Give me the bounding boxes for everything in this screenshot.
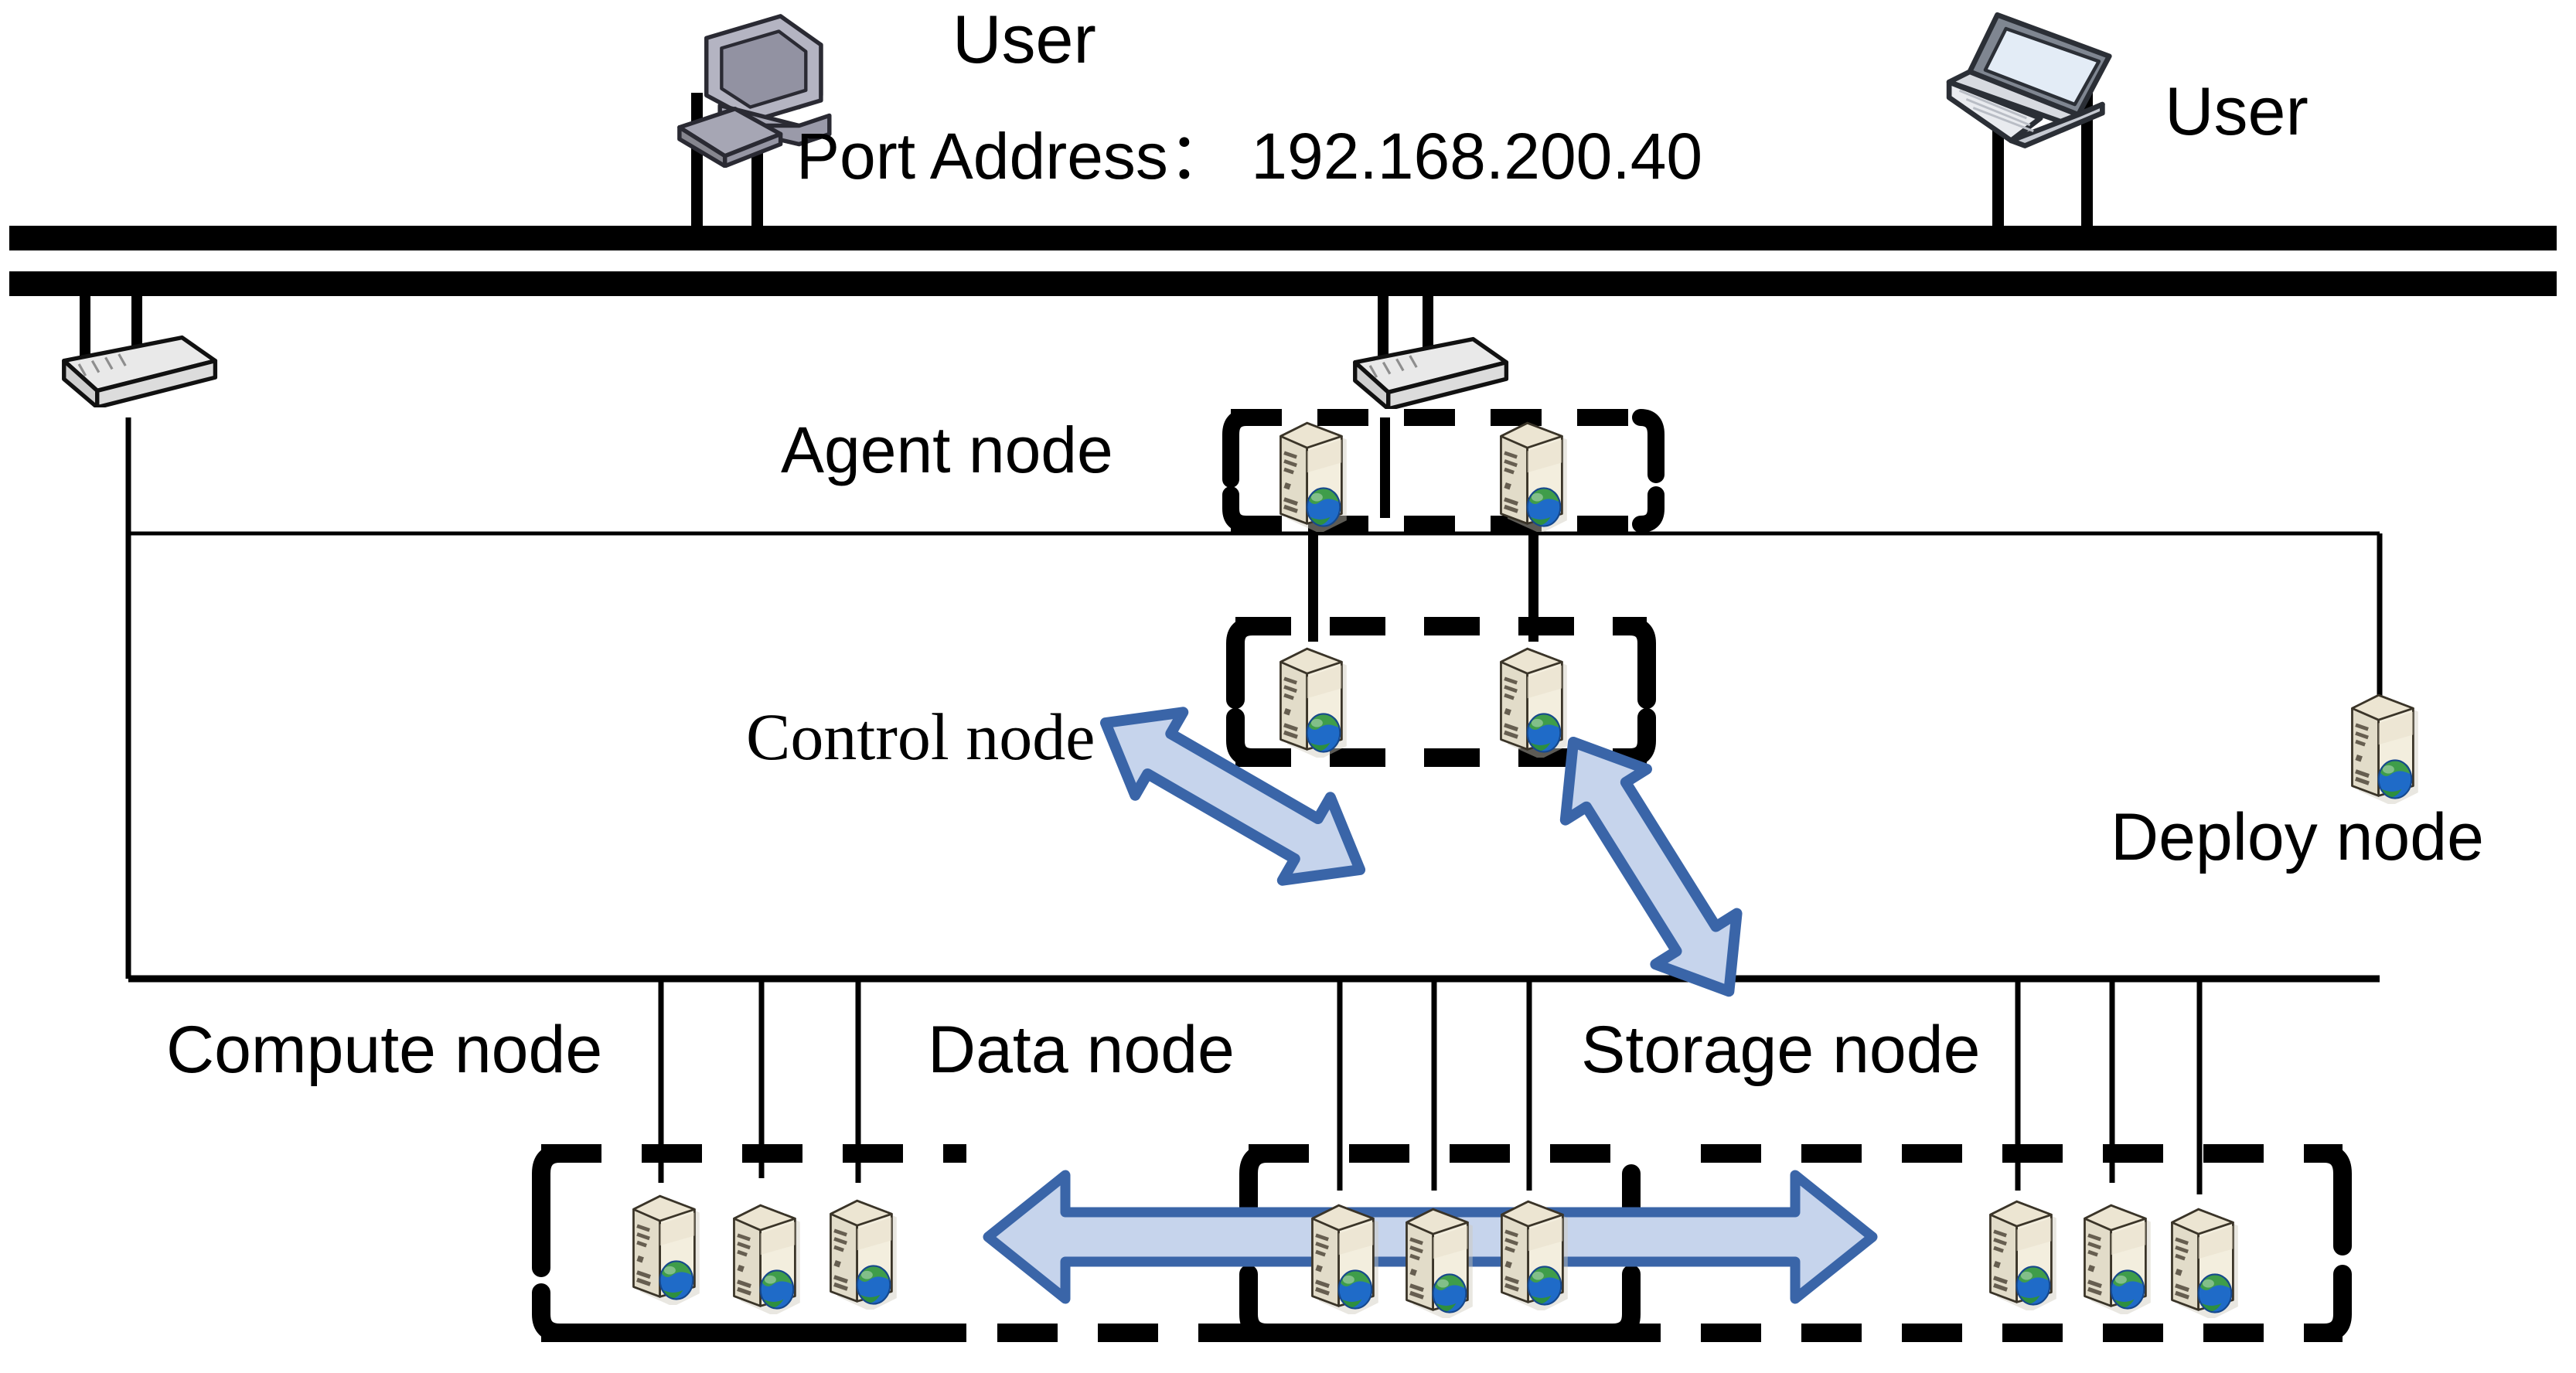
left-switch-trunk: [125, 417, 2383, 983]
storage-node-label: Storage node: [1581, 1013, 1981, 1087]
server-icon-storage-2: [2083, 1204, 2152, 1314]
data-node-label: Data node: [928, 1013, 1235, 1087]
network-bus: [9, 226, 2557, 296]
data-node-frame: [1249, 1144, 1631, 1342]
storage-node-frame: [595, 1144, 2343, 1342]
server-icon-agent-2: [1499, 421, 1569, 532]
user-left-label: User: [952, 1, 1096, 77]
server-icon-agent-1: [1279, 421, 1348, 532]
agent-node-frame: [1231, 409, 1656, 533]
agent-switch-legs: [1380, 417, 1390, 518]
arrow-control-to-data: [1100, 707, 1366, 886]
switch-bus-legs: [80, 294, 1433, 379]
server-icon-compute-3: [829, 1199, 898, 1310]
server-icon-compute-2: [732, 1204, 802, 1314]
control-node-label: Control node: [746, 700, 1095, 774]
control-node-frame: [1235, 617, 1647, 767]
compute-node-frame-corners: [532, 1144, 569, 1342]
server-icon-data-3: [1500, 1200, 1569, 1310]
server-icon-storage-3: [2170, 1208, 2240, 1318]
arrow-control-to-storage: [1559, 737, 1743, 997]
server-icon-data-1: [1310, 1204, 1380, 1314]
user-right-label: User: [2165, 73, 2309, 149]
compute-node-label: Compute node: [166, 1013, 603, 1087]
server-icon-storage-1: [1988, 1200, 2058, 1310]
agent-to-control-legs: [1308, 533, 1538, 642]
agent-node-label: Agent node: [781, 414, 1113, 486]
server-icon-control-2: [1499, 647, 1569, 758]
server-icon-deploy: [2350, 693, 2420, 804]
server-icon-data-2: [1405, 1208, 1474, 1318]
deploy-node-label: Deploy node: [2111, 800, 2484, 874]
server-icon-compute-1: [632, 1194, 701, 1305]
storage-node-frame-corners: [2315, 1144, 2352, 1342]
agent-node-frame-corners: [1222, 409, 1665, 533]
control-node-frame-corners: [1226, 617, 1656, 767]
server-icon-control-1: [1279, 647, 1348, 758]
port-address-label: Port Address： 192.168.200.40: [796, 120, 1703, 192]
